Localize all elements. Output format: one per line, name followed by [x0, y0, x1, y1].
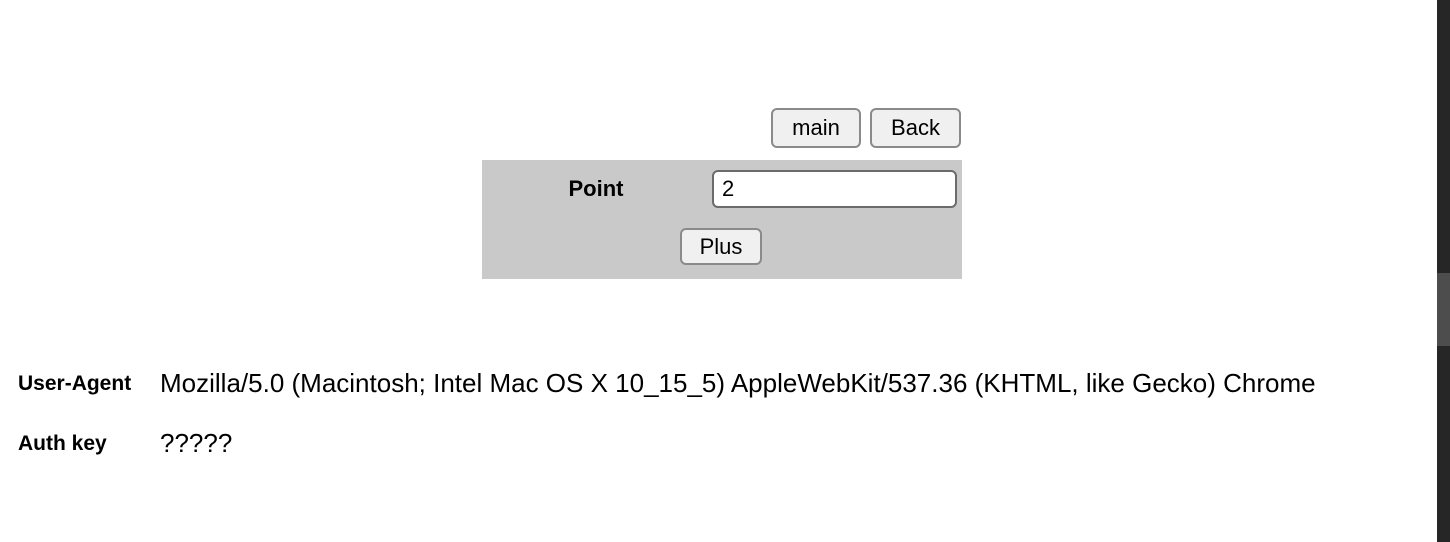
user-agent-label: User-Agent: [18, 372, 132, 395]
main-button[interactable]: main: [771, 108, 861, 148]
auth-key-label: Auth key: [18, 432, 107, 455]
point-label: Point: [568, 176, 624, 201]
scrollbar-thumb[interactable]: [1437, 273, 1450, 346]
back-button[interactable]: Back: [870, 108, 961, 148]
point-input[interactable]: [712, 170, 957, 208]
auth-key-value: ?????: [160, 428, 233, 458]
user-agent-value: Mozilla/5.0 (Macintosh; Intel Mac OS X 1…: [160, 368, 1316, 398]
plus-button[interactable]: Plus: [680, 228, 762, 265]
scrollbar-track[interactable]: [1437, 0, 1450, 542]
point-form-panel: Point Plus: [482, 160, 962, 279]
